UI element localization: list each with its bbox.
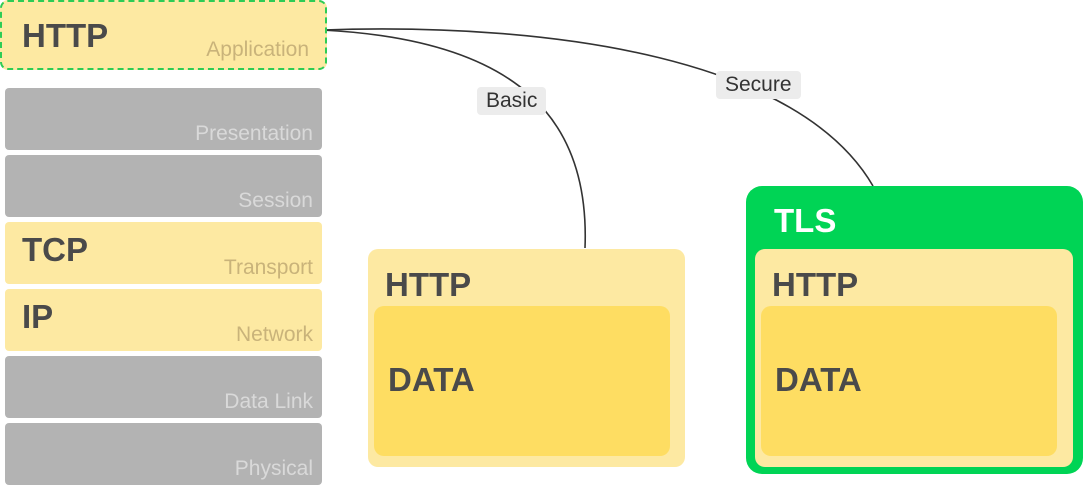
protocol-label: TCP <box>22 231 88 268</box>
protocol-label: IP <box>22 298 54 335</box>
http-label: HTTP <box>772 266 859 303</box>
tls-label: TLS <box>774 202 837 239</box>
layer-name: Data Link <box>224 390 313 413</box>
data-block: DATA <box>761 306 1057 456</box>
layer-presentation: Presentation <box>5 88 322 150</box>
data-label: DATA <box>775 361 862 398</box>
protocol-label: HTTP <box>22 17 109 54</box>
layer-name: Application <box>206 38 309 61</box>
basic-http-packet: HTTP DATA <box>368 249 685 467</box>
tls-packet: TLS HTTP DATA <box>746 186 1083 474</box>
layer-name: Network <box>235 323 313 346</box>
http-label: HTTP <box>385 266 472 303</box>
layer-name: Presentation <box>195 122 313 145</box>
basic-label: Basic <box>477 87 547 115</box>
layer-session: Session <box>5 155 322 217</box>
secure-connector <box>321 28 874 187</box>
basic-connector <box>321 29 586 249</box>
layer-name: Transport <box>223 256 313 279</box>
layer-application: HTTP Application <box>0 0 327 70</box>
layer-name: Physical <box>234 457 313 480</box>
data-block: DATA <box>374 306 670 456</box>
layer-transport: TCP Transport <box>5 222 322 284</box>
secure-http-packet: HTTP DATA <box>755 249 1073 467</box>
data-label: DATA <box>388 361 475 398</box>
layer-network: IP Network <box>5 289 322 351</box>
layer-data-link: Data Link <box>5 356 322 418</box>
secure-label: Secure <box>716 71 801 99</box>
layer-physical: Physical <box>5 423 322 485</box>
layer-name: Session <box>238 189 313 212</box>
